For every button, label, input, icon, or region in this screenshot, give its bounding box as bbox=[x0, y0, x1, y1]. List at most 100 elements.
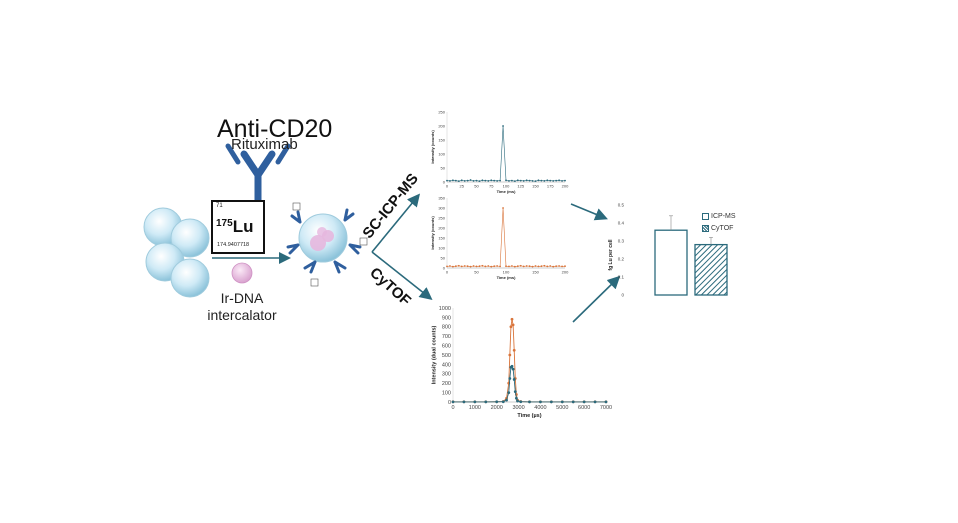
x-tick-label: 150 bbox=[532, 184, 539, 189]
data-point bbox=[463, 265, 466, 267]
element-symbol: 175Lu bbox=[216, 217, 253, 237]
data-point bbox=[564, 179, 566, 182]
data-point bbox=[531, 265, 534, 268]
intercalator-label: Ir-DNA intercalator bbox=[196, 290, 288, 324]
data-point bbox=[452, 265, 454, 268]
data-point bbox=[496, 265, 499, 267]
data-point bbox=[511, 323, 515, 327]
data-point bbox=[478, 180, 481, 183]
y-tick-label: 0 bbox=[448, 400, 451, 406]
data-point bbox=[449, 179, 451, 182]
data-point bbox=[519, 179, 522, 182]
lutetium-element-tile: 71 175Lu 174.9407718 bbox=[211, 200, 265, 254]
y-tick-label: 250 bbox=[438, 109, 445, 114]
data-point bbox=[546, 179, 549, 182]
data-point bbox=[508, 179, 510, 182]
y-tick-label: 800 bbox=[442, 325, 451, 331]
data-point bbox=[472, 265, 475, 267]
y-tick-label: 100 bbox=[442, 391, 451, 397]
element-symbol-text: Lu bbox=[232, 217, 254, 236]
intercalator-line-1: Ir-DNA bbox=[220, 290, 264, 306]
data-point bbox=[537, 179, 540, 182]
data-point bbox=[496, 179, 499, 182]
data-point bbox=[505, 398, 508, 402]
data-point bbox=[555, 265, 558, 268]
legend-label-cytof: CyTOF bbox=[711, 225, 734, 232]
data-point bbox=[490, 265, 493, 268]
y-tick-label: 500 bbox=[442, 353, 451, 359]
data-point bbox=[604, 400, 608, 404]
data-point bbox=[546, 265, 549, 268]
data-point bbox=[593, 400, 597, 404]
y-tick-label: 50 bbox=[441, 165, 446, 170]
data-point bbox=[463, 179, 466, 182]
y-axis-label: Intensity (counts) bbox=[430, 216, 435, 250]
data-point bbox=[549, 400, 553, 404]
x-tick-label: 200 bbox=[562, 184, 569, 189]
x-tick-label: 4000 bbox=[534, 405, 546, 411]
data-point bbox=[539, 400, 542, 404]
data-point bbox=[451, 400, 455, 404]
x-tick-label: 3000 bbox=[512, 405, 524, 411]
data-point bbox=[505, 265, 507, 268]
y-tick-label: 200 bbox=[442, 381, 451, 387]
bar bbox=[694, 243, 728, 296]
data-point bbox=[519, 400, 523, 404]
data-point bbox=[531, 179, 534, 182]
y-tick-label: 300 bbox=[438, 205, 445, 210]
data-point bbox=[505, 179, 507, 182]
data-point bbox=[490, 179, 493, 182]
data-point bbox=[446, 179, 448, 182]
y-tick-label: 0 bbox=[443, 265, 446, 270]
data-point bbox=[466, 265, 469, 268]
data-point bbox=[454, 179, 457, 182]
data-point bbox=[561, 179, 563, 182]
y-tick-label: 350 bbox=[438, 195, 445, 200]
x-tick-label: 100 bbox=[503, 184, 510, 189]
data-point bbox=[493, 265, 496, 268]
bar-chart-legend: ICP-MS CyTOF bbox=[702, 211, 736, 235]
data-point bbox=[540, 265, 543, 268]
x-axis-label: Time (ms) bbox=[497, 189, 516, 194]
data-point bbox=[493, 179, 496, 182]
y-tick-label: 700 bbox=[442, 334, 451, 340]
element-atomic-mass: 174.9407718 bbox=[217, 242, 250, 248]
data-point bbox=[519, 264, 522, 267]
data-point bbox=[487, 265, 490, 267]
data-point bbox=[543, 264, 546, 267]
data-point bbox=[495, 400, 499, 404]
x-axis-label: Time (µs) bbox=[517, 413, 541, 419]
x-tick-label: 125 bbox=[517, 184, 524, 189]
data-point bbox=[582, 400, 586, 404]
data-point bbox=[499, 265, 501, 268]
data-point bbox=[501, 400, 505, 404]
element-atomic-number: 71 bbox=[216, 203, 223, 209]
data-point bbox=[507, 391, 511, 394]
data-point bbox=[537, 265, 540, 268]
data-point bbox=[502, 125, 504, 127]
data-point bbox=[502, 207, 504, 209]
y-tick-label: 0 bbox=[621, 293, 624, 298]
y-tick-label: 0 bbox=[443, 179, 446, 184]
data-point bbox=[469, 265, 472, 268]
x-tick-label: 5000 bbox=[556, 405, 568, 411]
y-tick-label: 200 bbox=[438, 225, 445, 230]
data-point bbox=[457, 264, 460, 267]
data-point bbox=[510, 364, 514, 368]
data-point bbox=[510, 317, 514, 321]
data-point bbox=[543, 179, 546, 182]
data-point bbox=[513, 265, 516, 268]
data-point bbox=[509, 325, 513, 329]
y-tick-label: 1000 bbox=[439, 306, 451, 312]
data-point bbox=[460, 179, 463, 182]
data-point bbox=[516, 399, 519, 403]
data-point bbox=[511, 367, 515, 371]
y-tick-label: 150 bbox=[438, 235, 445, 240]
antibody-icon bbox=[225, 143, 291, 209]
y-tick-label: 0.5 bbox=[618, 203, 625, 208]
data-point bbox=[481, 264, 484, 267]
data-point bbox=[525, 179, 528, 182]
y-tick-label: 900 bbox=[442, 315, 451, 321]
intercalator-line-2: intercalator bbox=[207, 307, 277, 323]
